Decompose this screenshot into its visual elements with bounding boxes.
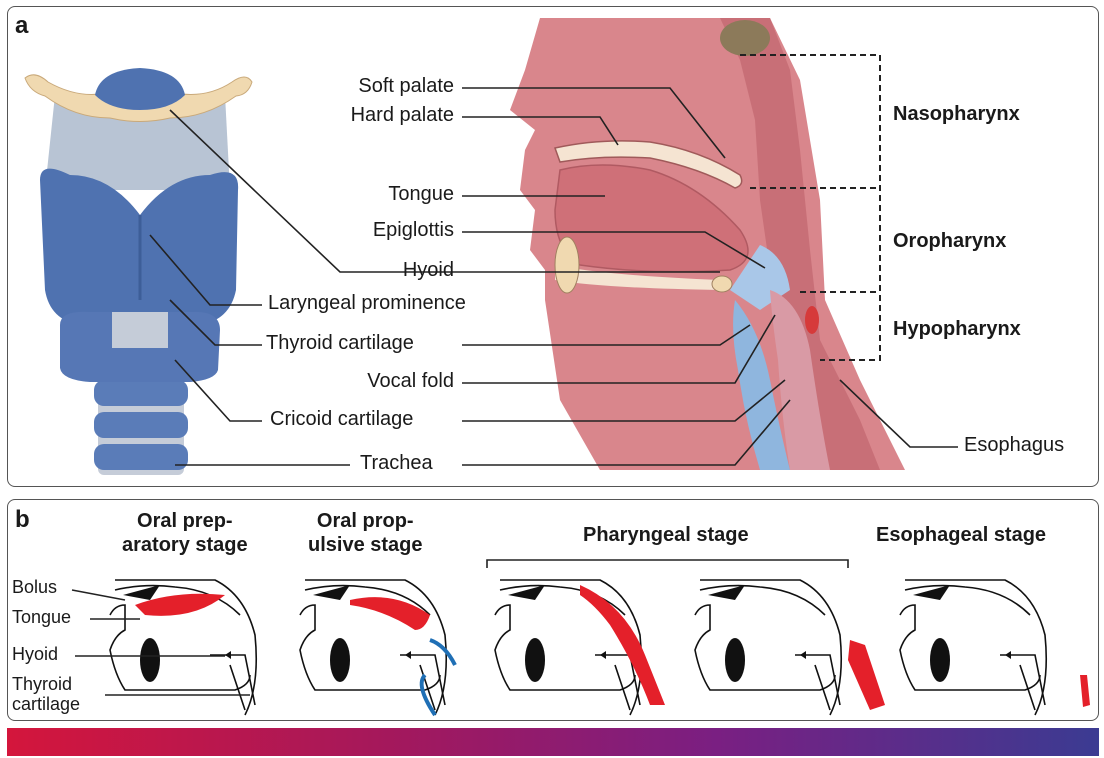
esophageal-sketch xyxy=(900,580,1090,715)
pharyngeal-sketch-2 xyxy=(695,580,885,715)
blue-arrow xyxy=(422,675,435,715)
blue-arrow xyxy=(430,640,455,665)
color-gradient-bar xyxy=(7,728,1099,756)
pharyngeal-stage-bracket xyxy=(487,560,848,568)
oral-propulsive-sketch xyxy=(300,580,455,715)
pharyngeal-sketch-1 xyxy=(495,580,665,715)
